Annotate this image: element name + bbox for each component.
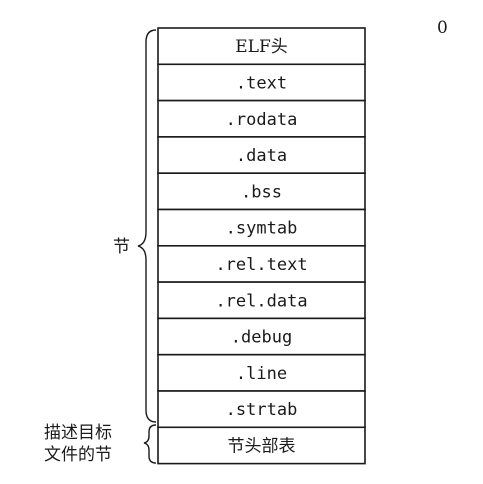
sections-group-label: 节: [113, 237, 130, 257]
header-table-group-label-line2: 文件的节: [44, 445, 112, 465]
section-cell: [157, 208, 366, 247]
section-cell: [157, 27, 366, 66]
section-cell-label: 节头部表: [228, 436, 296, 456]
section-cell: [157, 390, 366, 429]
section-cell-label: .rodata: [226, 110, 298, 130]
section-cell: [157, 136, 366, 174]
section-cell-label: .rel.text: [215, 255, 307, 275]
section-cell: [157, 63, 366, 102]
section-cell: [157, 426, 366, 465]
offset-zero-label: 0: [437, 18, 448, 38]
section-cell-label: ELF头: [235, 37, 288, 57]
header-table-brace: [143, 424, 157, 464]
section-cell-label: .symtab: [226, 219, 298, 239]
section-cell-label: .data: [236, 146, 287, 166]
section-cell-label: .strtab: [226, 400, 298, 420]
section-stack: ELF头 .text .rodata .data .bss .symtab .rel.tex…: [157, 27, 366, 465]
section-cell-label: .debug: [231, 328, 292, 348]
section-cell: [157, 281, 366, 320]
header-table-group-label-line1: 描述目标: [44, 423, 112, 443]
section-cell-label: .text: [236, 73, 287, 93]
section-cell-label: .rel.data: [215, 291, 307, 311]
sections-brace: [137, 29, 157, 423]
section-cell: [157, 353, 366, 392]
section-cell-label: .bss: [241, 182, 282, 202]
section-cell-label: .line: [236, 364, 287, 384]
